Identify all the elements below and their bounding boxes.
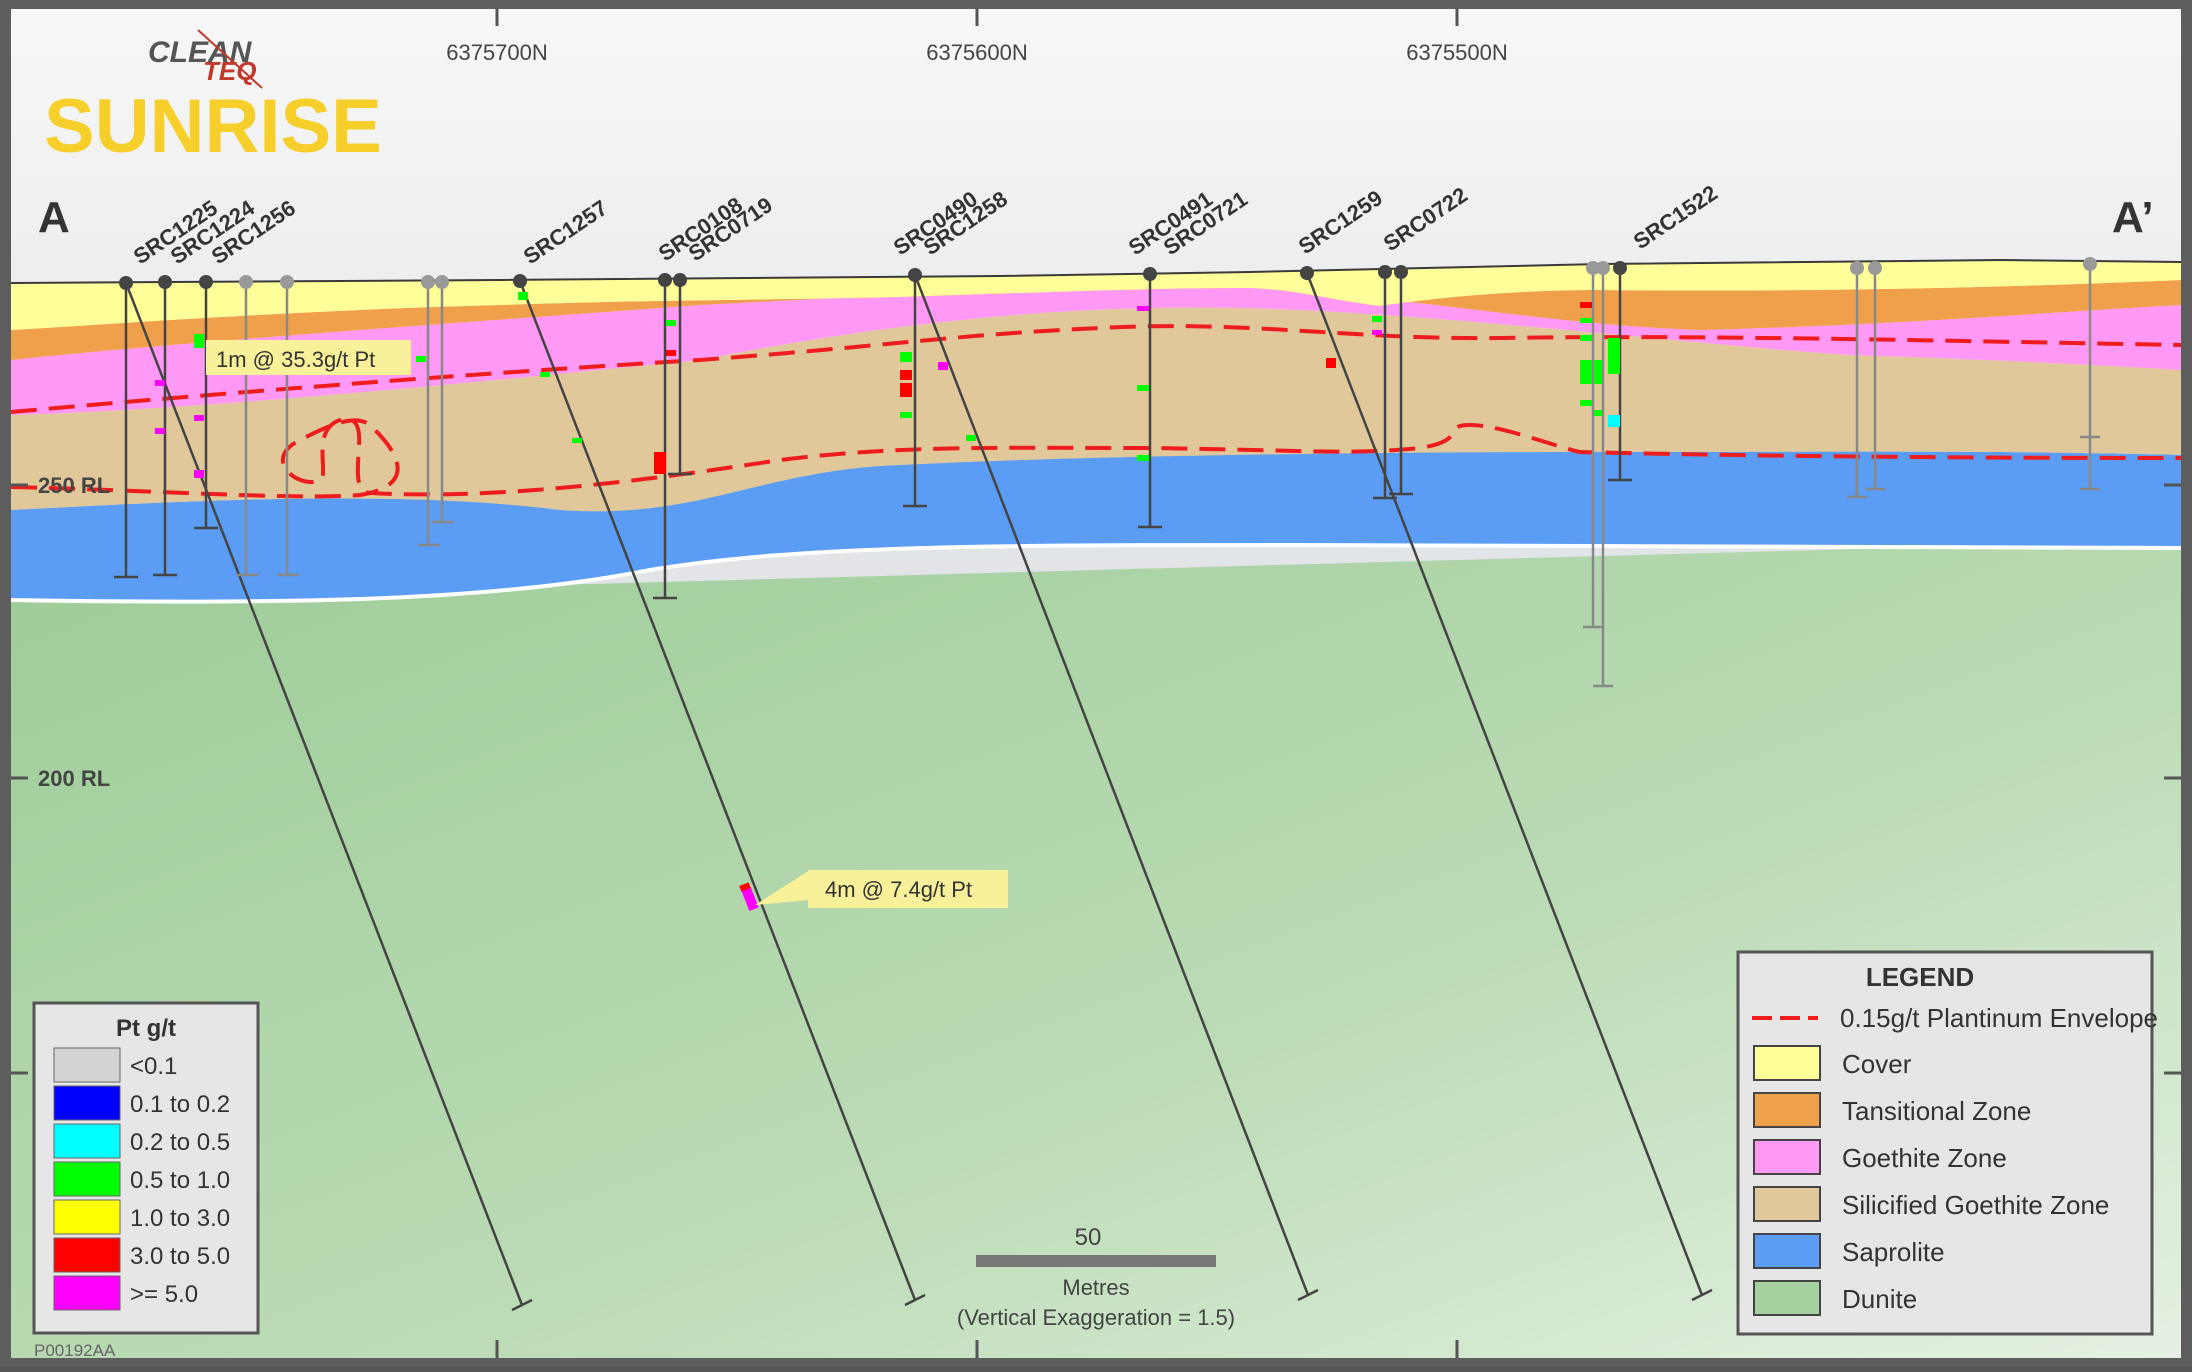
company-logo: CLEAN TEQ SUNRISE [44, 29, 382, 169]
legend-label: Dunite [1842, 1284, 1917, 1314]
grade-label: 0.1 to 0.2 [130, 1091, 230, 1118]
grade-swatch [53, 1085, 121, 1121]
legend-swatch [1753, 1045, 1821, 1081]
grade-swatch [53, 1123, 121, 1159]
callout-2: 4m @ 7.4g/t Pt [755, 870, 1008, 908]
silicified-goethite-layer [11, 307, 2181, 512]
northing-label: 6375600N [926, 40, 1028, 65]
unlabelled-hole-ticks [236, 435, 2100, 688]
legend-title: LEGEND [1866, 962, 1974, 992]
rl-label: 250 RL [38, 473, 110, 498]
northing-label: 6375700N [446, 40, 548, 65]
scale-note: (Vertical Exaggeration = 1.5) [957, 1305, 1235, 1330]
grade-legend-title: Pt g/t [116, 1015, 176, 1042]
rl-axis: 250 RL 200 RL [11, 473, 2181, 1075]
figure-code: P00192AA [34, 1341, 116, 1360]
legend-label: Saprolite [1842, 1237, 1945, 1267]
logo-text-teq: TEQ [203, 56, 256, 86]
legend-swatch [1753, 1092, 1821, 1128]
grade-swatch [53, 1199, 121, 1235]
grade-swatch [53, 1161, 121, 1197]
legend-swatch [1753, 1233, 1821, 1269]
scale-bar: 50 Metres (Vertical Exaggeration = 1.5) [957, 1224, 1235, 1330]
grade-swatch [53, 1047, 121, 1083]
northing-axis: 6375700N 6375600N 6375500N [446, 9, 1508, 1358]
callout-2-text: 4m @ 7.4g/t Pt [825, 877, 972, 902]
saprolite-base-line [10, 542, 2182, 604]
grade-label: 0.2 to 0.5 [130, 1129, 230, 1156]
geology-layers [10, 258, 2182, 1358]
legend-swatch [1753, 1186, 1821, 1222]
grade-label: >= 5.0 [130, 1281, 198, 1308]
platinum-envelope [10, 324, 2182, 499]
grade-swatch [53, 1237, 121, 1273]
legend-label: Goethite Zone [1842, 1143, 2007, 1173]
legend-label: Cover [1842, 1049, 1912, 1079]
legend-label: Silicified Goethite Zone [1842, 1190, 2109, 1220]
grade-swatch [53, 1275, 121, 1311]
goethite-layer [11, 286, 2181, 415]
legend-swatch [1753, 1139, 1821, 1175]
grade-label: <0.1 [130, 1053, 177, 1080]
section-end-label: A’ [2112, 193, 2154, 242]
legend-swatch [1753, 1280, 1821, 1316]
dunite-layer [11, 540, 2181, 1358]
transitional-layer [11, 280, 2181, 360]
grade-legend: Pt g/t <0.1 0.1 to 0.2 0.2 to 0.5 0.5 to 1.… [32, 1001, 260, 1335]
scale-value: 50 [1075, 1224, 1102, 1251]
section-start-label: A [38, 193, 70, 242]
geology-legend: LEGEND 0.15g/t Plantinum Envelope CoverT… [1736, 950, 2158, 1336]
scale-unit: Metres [1062, 1275, 1129, 1300]
unlabelled-holes [244, 264, 2092, 686]
grade-label: 3.0 to 5.0 [130, 1243, 230, 1270]
topography-line [10, 258, 2182, 284]
cover-layer [11, 260, 2181, 330]
envelope-label: 0.15g/t Plantinum Envelope [1840, 1003, 2158, 1033]
hole-end-ticks [114, 472, 1713, 1312]
rl-label: 200 RL [38, 766, 110, 791]
grade-label: 0.5 to 1.0 [130, 1167, 230, 1194]
hole-collars [119, 257, 2097, 290]
assay-intervals [155, 292, 1620, 912]
logo-text-sunrise: SUNRISE [44, 84, 382, 169]
legend-label: Tansitional Zone [1842, 1096, 2031, 1126]
callout-1-text: 1m @ 35.3g/t Pt [216, 347, 375, 372]
callout-1: 1m @ 35.3g/t Pt [206, 340, 411, 375]
grade-label: 1.0 to 3.0 [130, 1205, 230, 1232]
northing-label: 6375500N [1406, 40, 1508, 65]
